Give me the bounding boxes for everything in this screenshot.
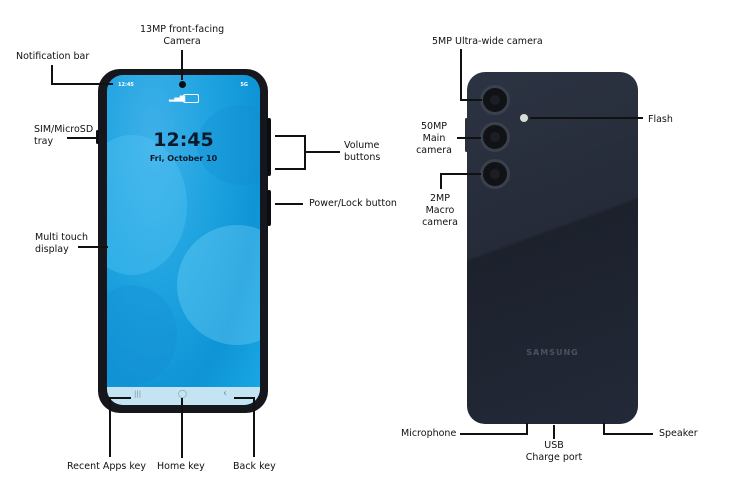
front-camera-hole (179, 81, 186, 88)
home-key[interactable]: ◯ (178, 389, 187, 398)
label-flash: Flash (648, 114, 673, 125)
label-speaker: Speaker (659, 428, 698, 439)
status-time: 12:45 (118, 82, 134, 88)
leader-line (275, 135, 305, 137)
leader-line (67, 137, 96, 139)
leader-line (109, 397, 131, 399)
leader-line (440, 173, 481, 175)
multi-touch-display: 12:45 5G ▂▄▆ 12:45 Fri, October 10 ||| ◯… (107, 75, 260, 405)
samsung-logo: SAMSUNG (526, 348, 579, 357)
leader-line (603, 433, 653, 435)
leader-line (460, 433, 528, 435)
power-button (267, 190, 271, 226)
label-microphone: Microphone (401, 428, 457, 439)
leader-line (78, 246, 108, 248)
leader-line (253, 397, 255, 457)
leader-line (460, 99, 482, 101)
main-camera (480, 122, 510, 152)
leader-line (304, 151, 340, 153)
leader-line (603, 423, 605, 435)
lock-date: Fri, October 10 (149, 154, 218, 163)
label-main-camera: 50MP Main camera (416, 121, 452, 156)
volume-button (267, 118, 271, 176)
leader-line (275, 168, 305, 170)
label-sim-tray: SIM/MicroSD tray (34, 124, 94, 147)
recent-apps-key[interactable]: ||| (134, 390, 142, 398)
sim-tray (96, 130, 99, 144)
navigation-bar: ||| ◯ ‹ (107, 387, 260, 405)
leader-line (51, 65, 53, 84)
leader-line (181, 398, 183, 458)
back-side-button (465, 118, 468, 152)
label-home-key: Home key (157, 461, 205, 472)
label-power-button: Power/Lock button (309, 198, 397, 209)
leader-line (440, 173, 442, 189)
label-usb-charge-port: USB Charge port (525, 440, 583, 463)
leader-line (51, 83, 113, 85)
leader-line (460, 49, 462, 101)
label-recent-apps-key: Recent Apps key (67, 461, 147, 472)
leader-line (526, 423, 528, 435)
leader-line (234, 397, 254, 399)
label-front-camera: 13MP front-facing Camera (140, 24, 225, 47)
back-key[interactable]: ‹ (223, 388, 227, 399)
battery-icon (183, 94, 199, 103)
label-back-key: Back key (233, 461, 276, 472)
label-notification-bar: Notification bar (16, 51, 90, 62)
leader-line (530, 117, 643, 119)
ultra-wide-camera (480, 85, 510, 115)
leader-line (109, 397, 111, 457)
label-macro-camera: 2MP Macro camera (422, 193, 458, 228)
signal-icon: ▂▄▆ (169, 94, 186, 102)
leader-line (553, 425, 555, 439)
leader-line (181, 50, 183, 80)
flash-led (520, 114, 528, 122)
lock-time: 12:45 (153, 129, 214, 151)
leader-line (275, 203, 303, 205)
label-multi-touch-display: Multi touch display (35, 232, 89, 255)
label-volume-buttons: Volume buttons (344, 140, 381, 163)
leader-line (457, 137, 481, 139)
macro-camera (480, 159, 510, 189)
label-ultra-wide-camera: 5MP Ultra-wide camera (432, 36, 543, 47)
status-right: 5G (240, 82, 248, 88)
